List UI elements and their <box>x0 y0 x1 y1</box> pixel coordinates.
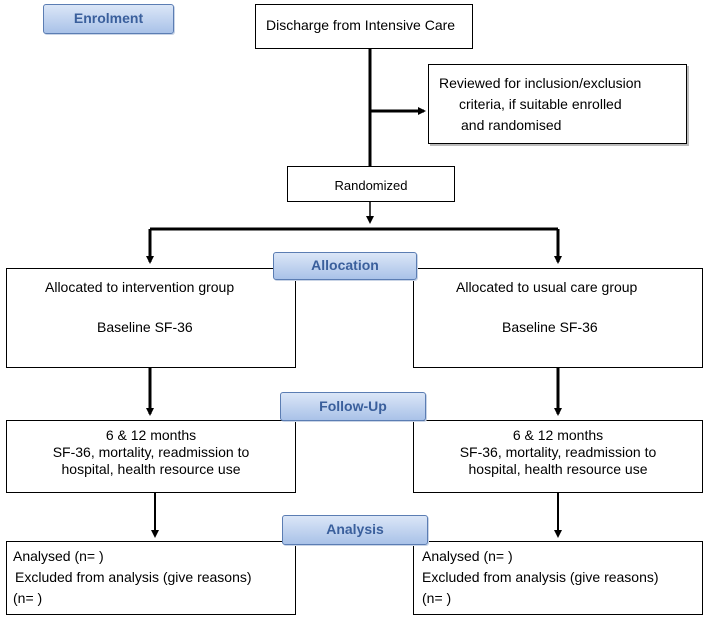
right-allocation-baseline: Baseline SF-36 <box>502 319 598 335</box>
left-analysis-line-2: Excluded from analysis (give reasons) <box>15 569 252 585</box>
left-analysis-line-3: (n= ) <box>13 590 43 606</box>
right-allocation-box: Allocated to usual care group Baseline S… <box>413 268 703 368</box>
reviewed-box: Reviewed for inclusion/exclusion criteri… <box>428 64 687 144</box>
right-allocation-title: Allocated to usual care group <box>456 279 638 295</box>
left-allocation-title: Allocated to intervention group <box>45 279 235 295</box>
reviewed-line-3: and randomised <box>461 117 562 133</box>
left-allocation-baseline: Baseline SF-36 <box>97 319 193 335</box>
allocation-label: Allocation <box>273 252 417 280</box>
right-analysis-line-1: Analysed (n= ) <box>422 548 513 564</box>
right-analysis-box: Analysed (n= ) Excluded from analysis (g… <box>413 541 703 615</box>
right-followup-line-3: hospital, health resource use <box>468 461 648 477</box>
right-analysis-line-2: Excluded from analysis (give reasons) <box>422 569 659 585</box>
analysis-label: Analysis <box>282 515 428 545</box>
left-analysis-box: Analysed (n= ) Excluded from analysis (g… <box>6 541 296 615</box>
left-followup-line-3: hospital, health resource use <box>61 461 241 477</box>
left-analysis-line-1: Analysed (n= ) <box>13 548 104 564</box>
left-followup-line-2: SF-36, mortality, readmission to <box>52 444 250 460</box>
randomized-text: Randomized <box>334 178 408 193</box>
left-followup-box: 6 & 12 months SF-36, mortality, readmiss… <box>6 420 296 493</box>
left-allocation-box: Allocated to intervention group Baseline… <box>6 268 296 368</box>
enrolment-label: Enrolment <box>43 4 174 34</box>
discharge-text: Discharge from Intensive Care <box>266 17 456 33</box>
left-followup-line-1: 6 & 12 months <box>105 427 197 443</box>
right-followup-box: 6 & 12 months SF-36, mortality, readmiss… <box>413 420 703 493</box>
reviewed-line-2: criteria, if suitable enrolled <box>459 96 622 112</box>
follow-up-label: Follow-Up <box>280 392 426 421</box>
randomized-box: Randomized <box>287 166 455 202</box>
right-followup-line-1: 6 & 12 months <box>512 427 604 443</box>
reviewed-line-1: Reviewed for inclusion/exclusion <box>439 75 642 91</box>
right-followup-line-2: SF-36, mortality, readmission to <box>459 444 657 460</box>
discharge-box: Discharge from Intensive Care <box>255 4 473 49</box>
right-analysis-line-3: (n= ) <box>422 590 452 606</box>
